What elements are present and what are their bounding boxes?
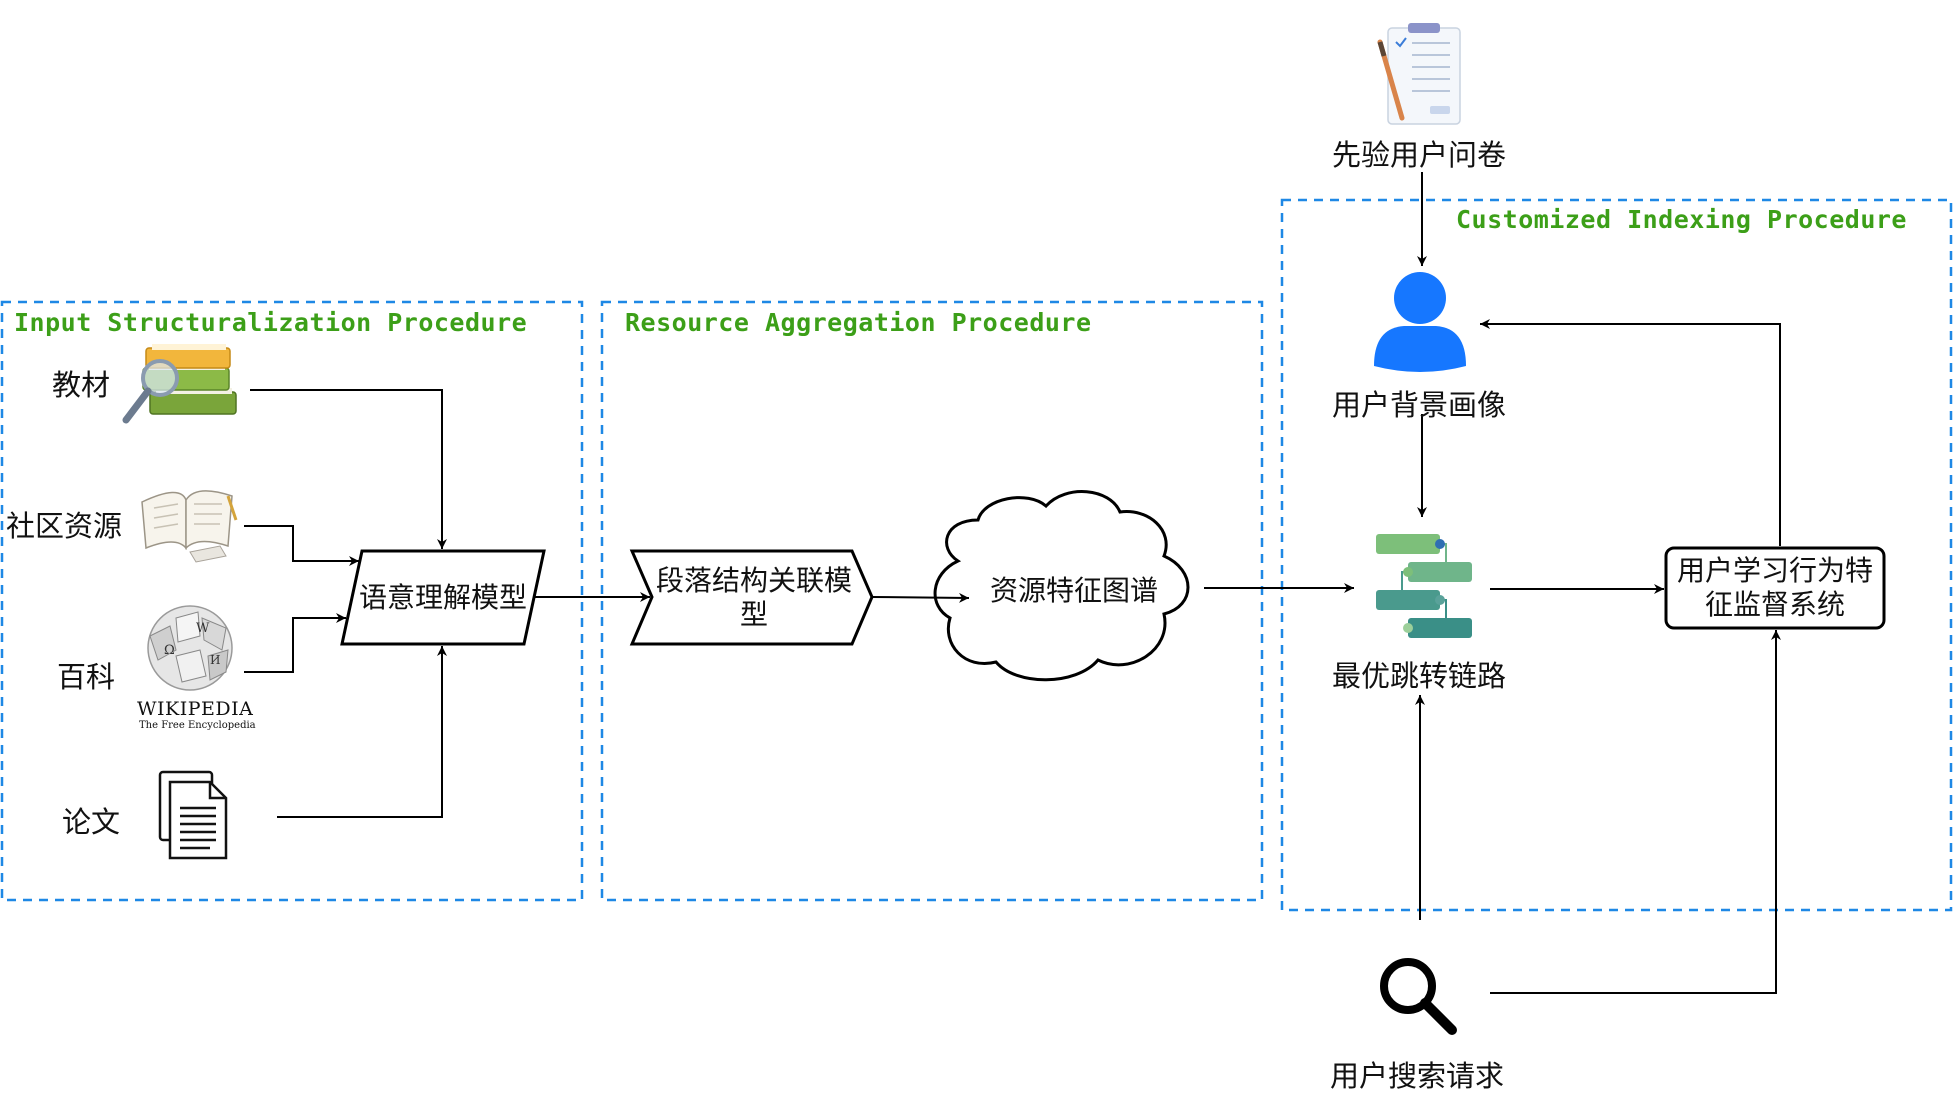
behavior-monitor-label: 用户学习行为特征监督系统 <box>1676 554 1873 621</box>
wikipedia-globe-icon: Ω W И <box>147 605 233 691</box>
user-avatar-icon <box>1374 272 1466 372</box>
indexing-procedure-box <box>1280 198 1953 912</box>
search-icon[interactable] <box>1380 958 1457 1035</box>
user-profile-label: 用户背景画像 <box>1332 388 1507 422</box>
source-label-paper: 论文 <box>62 805 121 839</box>
paragraph-model-label: 段落结构关联模型 <box>655 564 852 631</box>
semantic-model-parallelogram <box>340 549 546 646</box>
step-path-icon <box>1376 534 1472 638</box>
feature-graph-cloud <box>933 490 1190 682</box>
aggregation-procedure-box <box>600 300 1264 902</box>
optimal-path-label: 最优跳转链路 <box>1332 659 1507 693</box>
books-magnifier-icon <box>122 344 237 424</box>
svg-text:W: W <box>196 621 210 636</box>
aggregation-procedure-title: Resource Aggregation Procedure <box>625 308 1092 337</box>
paragraph-model-step <box>629 549 874 646</box>
search-request-label: 用户搜索请求 <box>1330 1059 1505 1093</box>
document-icon <box>158 770 228 860</box>
feature-graph-label: 资源特征图谱 <box>989 574 1158 607</box>
semantic-model-label: 语意理解模型 <box>358 580 527 614</box>
indexing-procedure-title: Customized Indexing Procedure <box>1456 205 1907 234</box>
input-procedure-box <box>0 300 584 902</box>
svg-text:И: И <box>210 653 220 667</box>
source-label-textbook: 教材 <box>52 368 111 402</box>
open-book-icon <box>141 490 238 563</box>
clipboard-checklist-icon <box>1377 23 1461 125</box>
wikipedia-wordmark: WIKIPEDIA <box>137 698 254 720</box>
wikipedia-tagline: The Free Encyclopedia <box>139 720 256 731</box>
input-procedure-title: Input Structuralization Procedure <box>14 308 528 337</box>
connectors <box>244 172 1781 994</box>
behavior-monitor-box <box>1664 546 1886 630</box>
questionnaire-label: 先验用户问卷 <box>1332 138 1507 172</box>
source-label-encyclopedia: 百科 <box>57 660 116 694</box>
svg-text:Ω: Ω <box>164 643 175 658</box>
source-label-community: 社区资源 <box>6 509 123 543</box>
